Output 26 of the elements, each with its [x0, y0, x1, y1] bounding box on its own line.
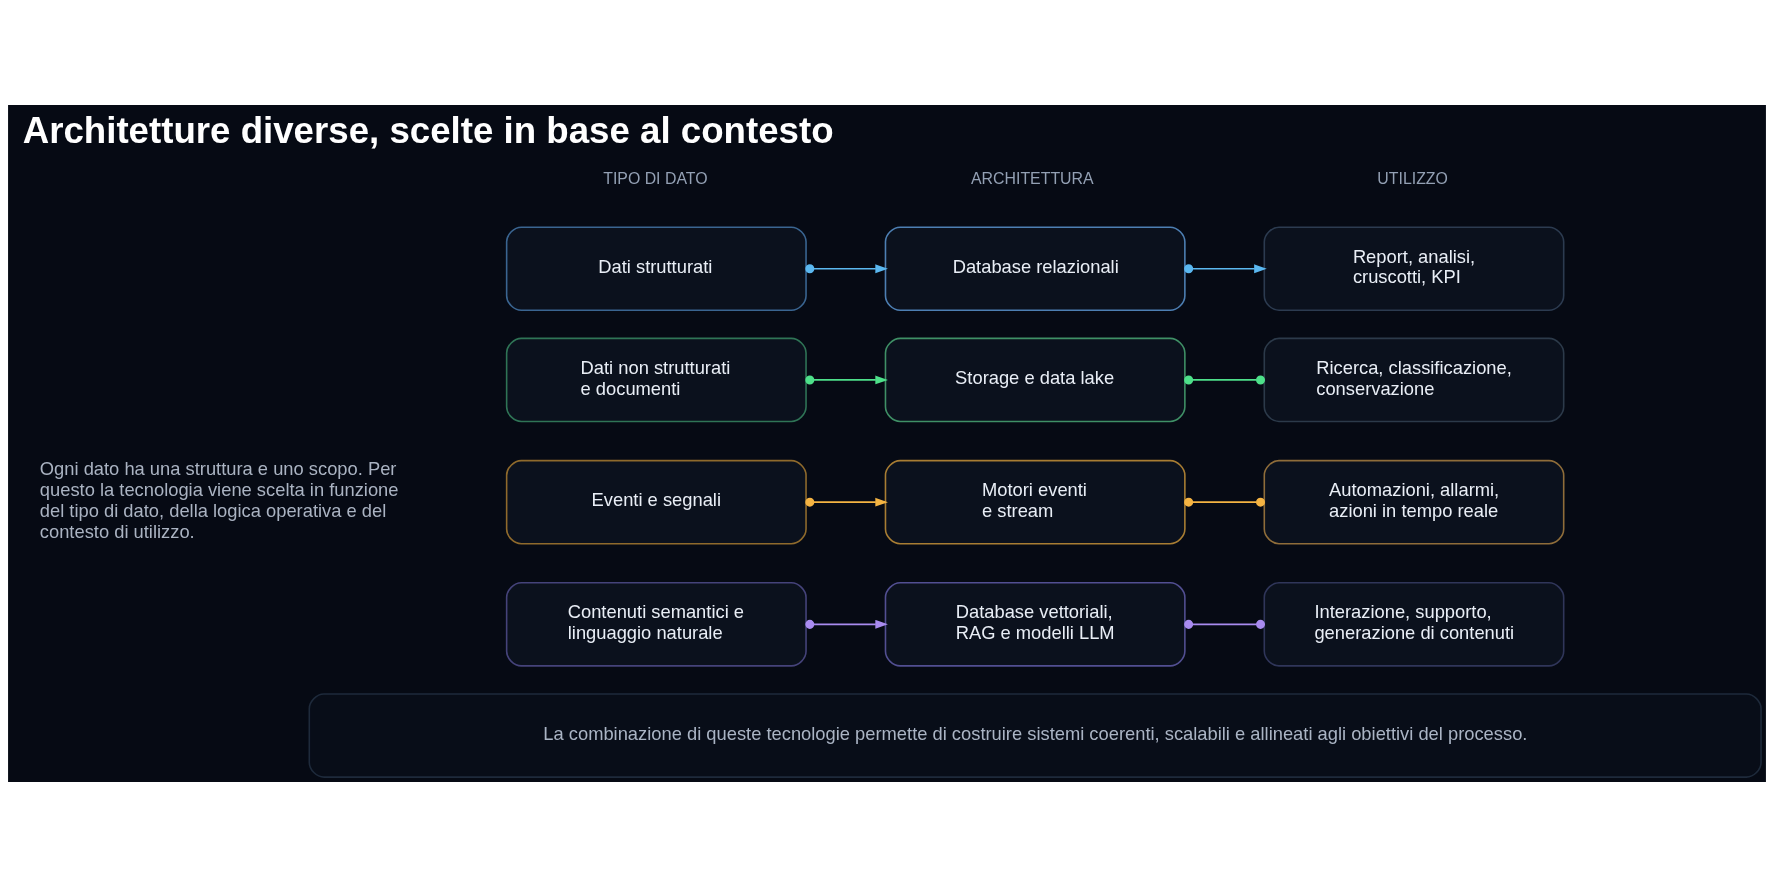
node-box: Interazione, supporto, generazione di contenuti: [1263, 582, 1565, 667]
connector: [1184, 619, 1265, 629]
label: ARCHITETTURA: [971, 169, 1094, 187]
node-box: Contenuti semantici e linguaggio naturale: [505, 582, 807, 667]
node-box: La combinazione di queste tecnologie permette di costruire sistemi coerenti, scalabili e allineati agli obiettivi del processo.: [308, 693, 1762, 778]
arrow: [1184, 264, 1267, 274]
connector: [1184, 375, 1265, 385]
node-box: Dati strutturati: [505, 226, 807, 312]
node-box: Database vettoriali, RAG e modelli LLM: [884, 582, 1186, 667]
arrow: [805, 619, 888, 629]
node-box: Report, analisi, cruscotti, KPI: [1263, 226, 1565, 312]
node-box: Eventi e segnali: [505, 459, 807, 545]
node-box: Database relazionali: [884, 226, 1186, 312]
node-box: Motori eventi e stream: [884, 459, 1186, 545]
connector: [1184, 497, 1265, 507]
label: Ogni dato ha una struttura e uno scopo. Per questo la tecnologia viene scelta in funzione del tipo di dato, della logica operativa e del contesto di utilizzo.: [39, 458, 399, 542]
label: TIPO DI DATO: [603, 169, 708, 187]
node-box: Storage e data lake: [884, 337, 1186, 423]
arrow: [805, 375, 888, 385]
node-box: Dati non strutturati e documenti: [505, 337, 807, 423]
diagram-title: Architetture diverse, scelte in base al contesto: [22, 109, 834, 151]
node-box: Ricerca, classificazione, conservazione: [1263, 337, 1565, 423]
label: UTILIZZO: [1377, 169, 1448, 187]
arrow: [805, 497, 888, 507]
node-box: Automazioni, allarmi, azioni in tempo reale: [1263, 459, 1565, 545]
arrow: [805, 264, 888, 274]
